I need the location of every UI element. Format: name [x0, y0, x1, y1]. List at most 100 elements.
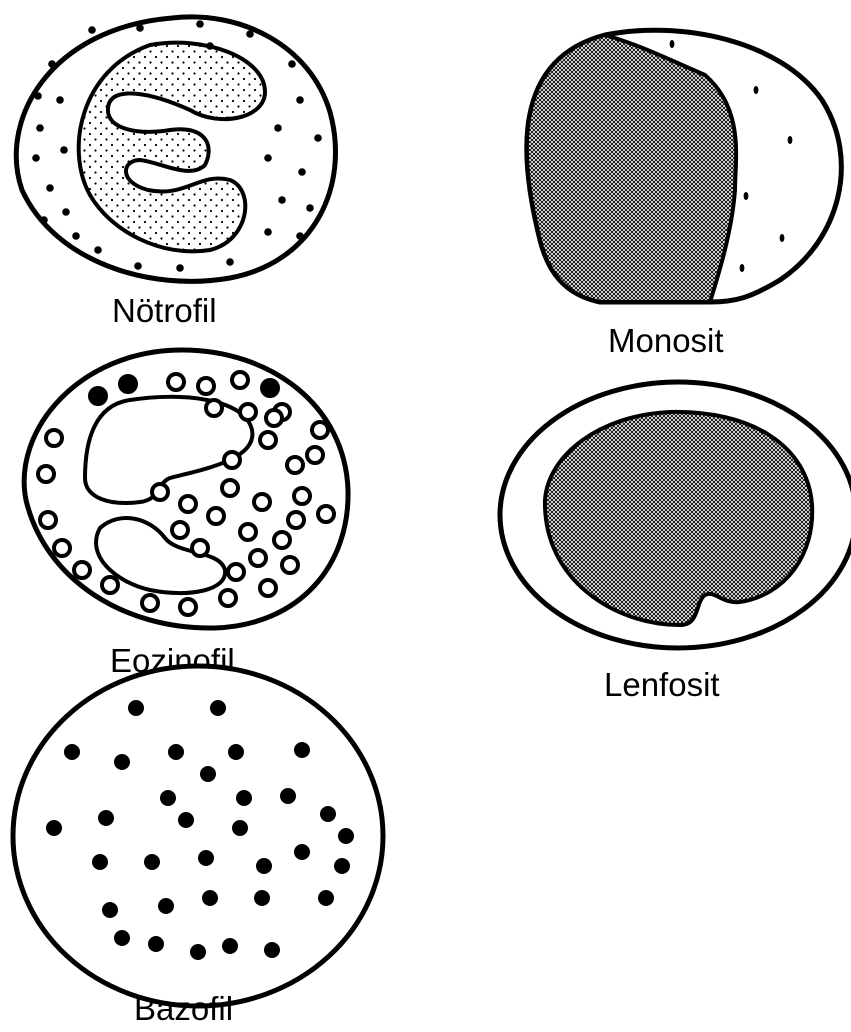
neutrophil-granule [136, 24, 144, 32]
basophil-granule [280, 788, 296, 804]
eosinophil-granule [38, 466, 54, 482]
neutrophil-granule [60, 146, 68, 154]
basophil-granule [190, 944, 206, 960]
eosinophil-granule [260, 432, 276, 448]
basophil-cell [13, 666, 383, 1006]
basophil-granule [338, 828, 354, 844]
monocyte-cell [527, 30, 842, 302]
neutrophil-granule [264, 154, 272, 162]
basophil-granule [128, 700, 144, 716]
neutrophil-granule [206, 42, 214, 50]
basophil-granule [102, 902, 118, 918]
basophil-granule [64, 744, 80, 760]
eosinophil-granule [180, 599, 196, 615]
monocyte-granule [740, 264, 745, 272]
neutrophil-granule [264, 228, 272, 236]
basophil-granule [264, 942, 280, 958]
eosinophil-granule [274, 532, 290, 548]
neutrophil-granule [40, 216, 48, 224]
basophil-granule [294, 844, 310, 860]
neutrophil-granule [48, 60, 56, 68]
eosinophil-granule [294, 488, 310, 504]
eosinophil-granule [282, 557, 298, 573]
eosinophil-granule [224, 452, 240, 468]
neutrophil-granule [46, 184, 54, 192]
monocyte-granule [670, 40, 675, 48]
eosinophil-granule [250, 550, 266, 566]
monocyte-nucleus [527, 35, 736, 302]
neutrophil-granule [306, 204, 314, 212]
eosinophil-granule-dark [120, 376, 136, 392]
label-lymphocyte: Lenfosit [604, 666, 720, 703]
basophil-granule [198, 850, 214, 866]
basophil-granule [320, 806, 336, 822]
eosinophil-granule [318, 506, 334, 522]
monocyte-granule [754, 86, 759, 94]
eosinophil-granule [254, 494, 270, 510]
neutrophil-granule [72, 232, 80, 240]
neutrophil-granule [296, 232, 304, 240]
eosinophil-granule [240, 524, 256, 540]
basophil-granule [98, 810, 114, 826]
eosinophil-granule [180, 496, 196, 512]
eosinophil-granule [260, 580, 276, 596]
basophil-granule [148, 936, 164, 952]
basophil-granule [222, 938, 238, 954]
eosinophil-granule [74, 562, 90, 578]
neutrophil-granule [288, 60, 296, 68]
label-basophil: Bazofil [134, 990, 233, 1027]
neutrophil-granule [32, 154, 40, 162]
neutrophil-granule [296, 96, 304, 104]
neutrophil-granule [36, 124, 44, 132]
basophil-granule [210, 700, 226, 716]
eosinophil-granule [168, 374, 184, 390]
eosinophil-granule-dark [262, 380, 278, 396]
eosinophil-granule [228, 564, 244, 580]
eosinophil-granule [208, 508, 224, 524]
eosinophil-granule [172, 522, 188, 538]
neutrophil-granule [246, 30, 254, 38]
eosinophil-granule [266, 410, 282, 426]
eosinophil-granule [312, 422, 328, 438]
basophil-granule [294, 742, 310, 758]
eosinophil-cell [24, 350, 348, 628]
basophil-granule [236, 790, 252, 806]
eosinophil-granule [192, 540, 208, 556]
neutrophil-granule [34, 92, 42, 100]
basophil-granule [158, 898, 174, 914]
eosinophil-granule [206, 400, 222, 416]
basophil-granule [160, 790, 176, 806]
basophil-granule [202, 890, 218, 906]
eosinophil-granule [46, 430, 62, 446]
neutrophil-granule [56, 96, 64, 104]
basophil-granule [178, 812, 194, 828]
basophil-granule [256, 858, 272, 874]
neutrophil-granule [226, 258, 234, 266]
eosinophil-granule [198, 378, 214, 394]
basophil-granule [144, 854, 160, 870]
neutrophil-granule [274, 124, 282, 132]
basophil-granule [114, 754, 130, 770]
eosinophil-granule [288, 512, 304, 528]
neutrophil-granule [314, 134, 322, 142]
basophil-granule [254, 890, 270, 906]
neutrophil-granule [94, 246, 102, 254]
basophil-granule [232, 820, 248, 836]
neutrophil-granule [298, 168, 306, 176]
eosinophil-granule [222, 480, 238, 496]
label-monocyte: Monosit [608, 322, 724, 359]
basophil-granule [228, 744, 244, 760]
eosinophil-granule [240, 404, 256, 420]
neutrophil-granule [62, 208, 70, 216]
basophil-granule [114, 930, 130, 946]
eosinophil-granule [220, 590, 236, 606]
label-neutrophil: Nötrofil [112, 292, 217, 329]
monocyte-granule [780, 234, 785, 242]
eosinophil-granule [287, 457, 303, 473]
basophil-granule [92, 854, 108, 870]
basophil-granule [200, 766, 216, 782]
neutrophil-granule [176, 264, 184, 272]
basophil-granule [168, 744, 184, 760]
eosinophil-granule [152, 484, 168, 500]
